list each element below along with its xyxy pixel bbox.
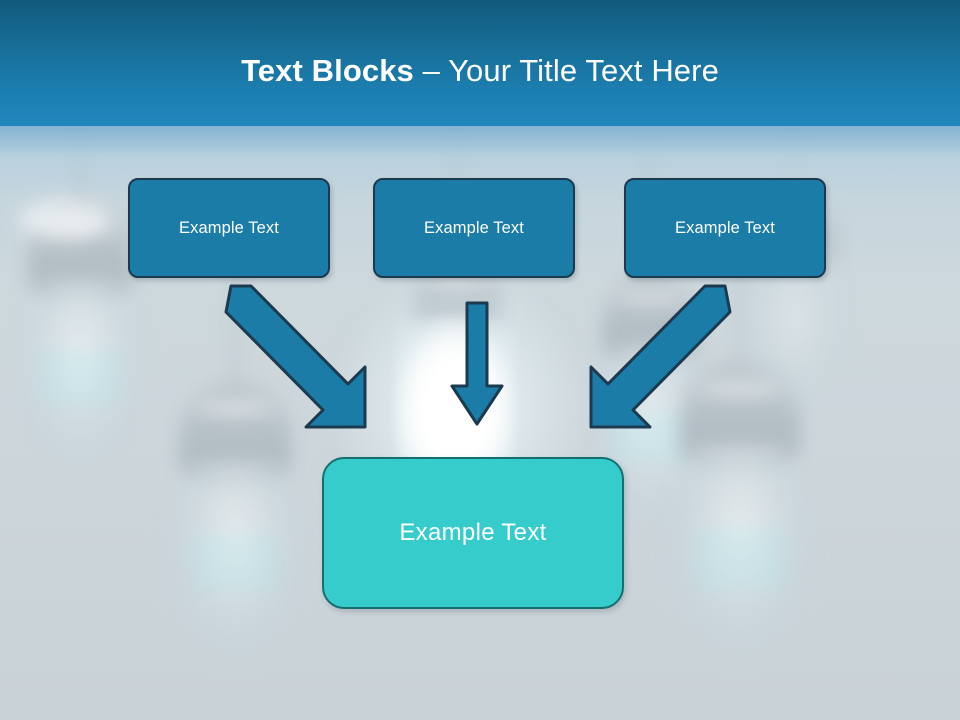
page-title: Text Blocks – Your Title Text Here — [0, 52, 960, 90]
page-title-light: Your Title Text Here — [448, 53, 719, 88]
page-title-bold: Text Blocks — [241, 53, 414, 88]
result-text-block-label: Example Text — [399, 519, 547, 546]
slide-header-band — [0, 0, 960, 126]
result-text-block[interactable]: Example Text — [322, 457, 624, 609]
arrow-down-left-icon — [589, 284, 732, 429]
text-block-3-label: Example Text — [675, 219, 775, 237]
background-bulb — [160, 235, 310, 685]
background-bulb — [660, 200, 820, 680]
text-block-2[interactable]: Example Text — [373, 178, 575, 278]
arrow-down-right-icon — [224, 284, 367, 429]
page-title-dash: – — [413, 53, 449, 88]
background-highlight — [20, 200, 110, 240]
text-block-1-label: Example Text — [179, 219, 279, 237]
text-block-1[interactable]: Example Text — [128, 178, 330, 278]
text-block-3[interactable]: Example Text — [624, 178, 826, 278]
arrow-down-icon — [450, 301, 504, 426]
text-block-2-label: Example Text — [424, 219, 524, 237]
